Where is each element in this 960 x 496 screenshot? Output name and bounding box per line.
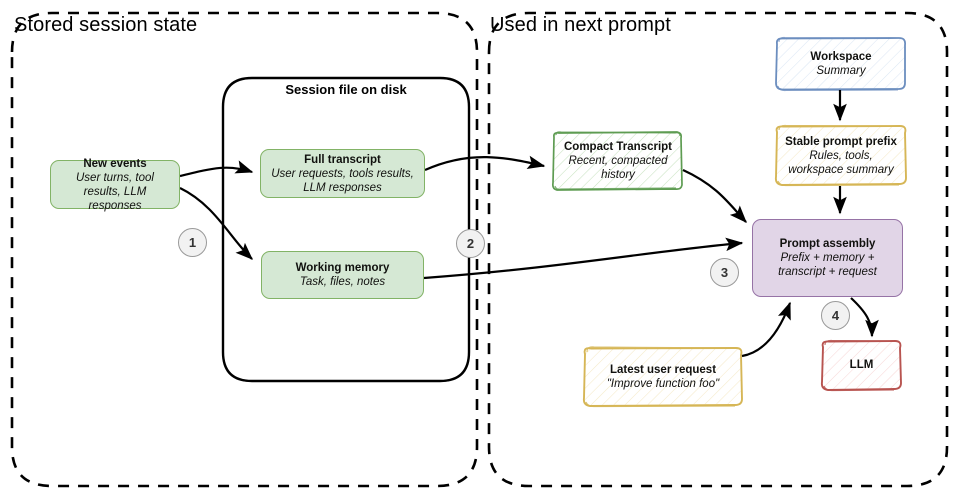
node-new-events[interactable]: New events User turns, tool results, LLM… xyxy=(50,157,180,212)
shape-latest-user-request xyxy=(582,346,743,408)
node-subtitle: Recent, compacted history xyxy=(568,155,668,181)
edge-latest-request-to-prompt-assembly xyxy=(741,301,792,358)
shape-workspace xyxy=(775,36,907,92)
container-label-session-file-on-disk: Session file on disk xyxy=(285,82,407,97)
node-full-transcript[interactable]: Full transcript User requests, tools res… xyxy=(260,149,425,198)
node-subtitle: "Improve function foo" xyxy=(606,377,720,390)
shape-stable-prompt-prefix xyxy=(774,124,907,187)
group-used-in-next-prompt xyxy=(487,11,949,488)
edge-new-events-to-full-transcript xyxy=(179,160,254,178)
node-title: Prompt assembly xyxy=(779,238,876,250)
edge-layer xyxy=(179,90,879,358)
edge-compact-transcript-to-prompt-assembly xyxy=(682,168,747,223)
node-title: Compact Transcript xyxy=(564,141,672,153)
shape-compact-transcript xyxy=(551,131,683,191)
node-subtitle: Rules, tools, workspace summary xyxy=(788,149,894,176)
group-title-used-in-next-prompt: Used in next prompt xyxy=(490,14,671,36)
node-subtitle: Summary xyxy=(816,65,866,77)
node-subtitle: Prefix + memory + transcript + request xyxy=(778,252,877,278)
node-subtitle: Task, files, notes xyxy=(299,276,386,288)
node-workspace[interactable]: Workspace Summary xyxy=(776,38,906,90)
node-latest-user-request[interactable]: Latest user request "Improve function fo… xyxy=(584,348,742,405)
shape-llm xyxy=(820,339,902,392)
edge-working-memory-to-prompt-assembly xyxy=(423,237,744,280)
step-marker-1: 1 xyxy=(178,228,207,257)
node-title: Stable prompt prefix xyxy=(785,135,897,148)
node-title: Working memory xyxy=(295,262,390,274)
group-stored-session-state xyxy=(10,11,479,488)
node-working-memory[interactable]: Working memory Task, files, notes xyxy=(261,251,424,299)
edge-new-events-to-working-memory xyxy=(179,187,253,260)
edge-prompt-assembly-to-llm xyxy=(850,297,879,338)
step-marker-2: 2 xyxy=(456,229,485,258)
node-prompt-assembly[interactable]: Prompt assembly Prefix + memory + transc… xyxy=(752,219,903,297)
node-title: Full transcript xyxy=(304,153,381,166)
group-title-stored-session-state: Stored session state xyxy=(14,14,198,36)
node-title: New events xyxy=(83,157,147,170)
node-title: Workspace xyxy=(810,51,872,63)
node-title: Latest user request xyxy=(609,363,717,376)
container-session-file-on-disk xyxy=(221,76,471,383)
node-subtitle: User requests, tools results, LLM respon… xyxy=(271,167,414,194)
step-marker-3: 3 xyxy=(710,258,739,287)
node-llm[interactable]: LLM xyxy=(822,341,901,389)
step-marker-4: 4 xyxy=(821,301,850,330)
node-stable-prompt-prefix[interactable]: Stable prompt prefix Rules, tools, works… xyxy=(776,126,906,185)
node-compact-transcript[interactable]: Compact Transcript Recent, compacted his… xyxy=(553,132,683,190)
edge-full-transcript-to-compact-transcript xyxy=(424,155,546,172)
node-title: LLM xyxy=(849,359,874,371)
node-subtitle: User turns, tool results, LLM responses xyxy=(76,171,154,212)
